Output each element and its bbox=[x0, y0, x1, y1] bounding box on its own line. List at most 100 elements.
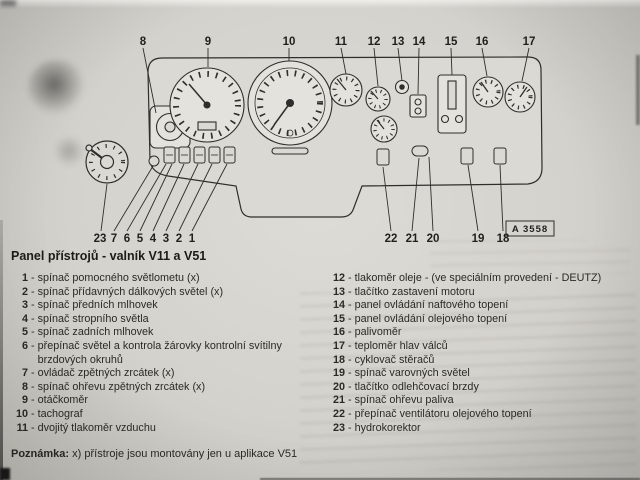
legend-column-right: 12-tlakoměr oleje - (ve speciálním prove… bbox=[328, 272, 638, 435]
legend-item-number: 20 bbox=[328, 381, 345, 395]
legend-item-number: 14 bbox=[328, 299, 345, 313]
legend-item: 6-přepínač světel a kontrola žárovky kon… bbox=[11, 340, 313, 367]
callout-number: 1 bbox=[189, 233, 196, 245]
callout-number: 22 bbox=[385, 233, 398, 245]
scan-smudge bbox=[28, 60, 86, 114]
mirror-control-knob bbox=[148, 155, 160, 167]
callout-number: 9 bbox=[205, 36, 211, 48]
legend-item-separator: - bbox=[31, 339, 35, 352]
legend-item-text: ovládač zpětných zrcátek (x) bbox=[37, 367, 175, 380]
legend-item: 17-teploměr hlav válců bbox=[328, 340, 638, 354]
callout-number: 11 bbox=[335, 36, 348, 48]
switch-row bbox=[148, 145, 507, 167]
legend-item: 22-přepínač ventilátoru olejového topení bbox=[328, 408, 638, 422]
legend-item: 12-tlakoměr oleje - (ve speciálním prove… bbox=[328, 272, 638, 286]
legend-item: 5-spínač zadních mlhovek bbox=[11, 326, 313, 340]
dashboard-diagram: 8 9 10 11 12 13 14 15 16 17 23 7 6 5 4 3… bbox=[85, 36, 555, 245]
rocker-switch bbox=[376, 148, 390, 166]
legend-item-separator: - bbox=[31, 312, 35, 325]
legend-item-separator: - bbox=[345, 422, 355, 436]
callout-number: 23 bbox=[94, 233, 107, 245]
legend-item-separator: - bbox=[345, 381, 355, 395]
legend-item-number: 16 bbox=[328, 326, 345, 340]
legend-item-text: tlakoměr oleje - (ve speciálním proveden… bbox=[354, 272, 602, 284]
legend-item: 13-tlačítko zastavení motoru bbox=[328, 286, 638, 300]
legend-item: 9-otáčkoměr bbox=[11, 394, 313, 408]
legend-item-number: 22 bbox=[328, 408, 345, 422]
legend-item-separator: - bbox=[345, 326, 355, 340]
legend-item-number: 13 bbox=[328, 286, 345, 300]
legend-item-number: 5 bbox=[21, 326, 28, 339]
rocker-switch bbox=[493, 147, 507, 165]
legend-item-number: 18 bbox=[328, 354, 345, 368]
callout-number: 2 bbox=[176, 233, 182, 245]
legend-item-number: 19 bbox=[328, 367, 345, 381]
legend-item-text: spínač ohřevu paliva bbox=[355, 394, 638, 408]
legend-item: 7-ovládač zpětných zrcátek (x) bbox=[11, 367, 313, 381]
scan-edge-shadow bbox=[0, 220, 3, 480]
legend-item-separator: - bbox=[31, 285, 35, 298]
scan-top-strip bbox=[0, 0, 640, 8]
footnote-text: x) přístroje jsou montovány jen u aplika… bbox=[72, 448, 298, 460]
legend-item-number: 2 bbox=[21, 285, 28, 298]
instruments bbox=[149, 60, 536, 155]
legend-item-text: dvojitý tlakoměr vzduchu bbox=[37, 421, 156, 434]
legend-item-separator: - bbox=[31, 407, 35, 420]
callout-number: 17 bbox=[523, 36, 536, 48]
legend-item: 3-spínač předních mlhovek bbox=[11, 299, 313, 313]
callout-number: 5 bbox=[137, 233, 144, 245]
legend-item: 20-tlačítko odlehčovací brzdy bbox=[328, 381, 638, 395]
legend-item: 10-tachograf bbox=[11, 408, 313, 422]
legend-item-text: teploměr hlav válců bbox=[355, 340, 638, 354]
legend-item: 11-dvojitý tlakoměr vzduchu bbox=[11, 422, 313, 436]
legend-item: 1-spínač pomocného světlometu (x) bbox=[11, 272, 313, 286]
legend-item-separator: - bbox=[31, 367, 35, 380]
legend-item-text: panel ovládání olejového topení bbox=[355, 313, 638, 327]
legend-item-text: otáčkoměr bbox=[37, 394, 89, 407]
callout-numbers: 8 9 10 11 12 13 14 15 16 17 23 7 6 5 4 3… bbox=[94, 36, 536, 245]
legend-item-separator: - bbox=[345, 313, 355, 327]
legend-item-text: hydrokorektor bbox=[355, 422, 638, 436]
legend-item-number: 23 bbox=[328, 422, 345, 436]
legend-item-separator: - bbox=[345, 286, 355, 300]
legend-item-number: 1 bbox=[21, 272, 28, 284]
legend-item-text: tlačítko zastavení motoru bbox=[355, 286, 638, 300]
section-title: Panel přístrojů - valník V11 a V51 bbox=[11, 249, 207, 263]
figure-plate: A 3558 bbox=[505, 220, 555, 237]
scan-corner-mark bbox=[0, 468, 10, 480]
legend-item-number: 17 bbox=[328, 340, 345, 354]
legend-item-text: spínač pomocného světlometu (x) bbox=[37, 272, 200, 284]
legend-item-number: 9 bbox=[21, 394, 28, 407]
legend-item-separator: - bbox=[345, 367, 355, 381]
legend-item-number: 11 bbox=[16, 421, 28, 434]
hydrocorrector-knob bbox=[85, 140, 129, 184]
legend-item-separator: - bbox=[345, 299, 355, 313]
scan-edge-mark bbox=[636, 55, 640, 125]
legend-item-separator: - bbox=[31, 326, 35, 339]
legend-item: 21-spínač ohřevu paliva bbox=[328, 394, 638, 408]
legend-item: 19-spínač varovných světel bbox=[328, 367, 638, 381]
legend-item-separator: - bbox=[31, 421, 35, 434]
callout-number: 21 bbox=[406, 233, 419, 245]
legend-item-text: přepínač světel a kontrola žárovky kontr… bbox=[37, 339, 282, 366]
legend-item-text: spínač předních mlhovek bbox=[37, 299, 158, 312]
legend-item-separator: - bbox=[345, 354, 355, 368]
legend-item-number: 8 bbox=[21, 380, 28, 393]
callout-number: 15 bbox=[445, 36, 458, 48]
legend-item-text: tachograf bbox=[37, 407, 83, 420]
legend-item-separator: - bbox=[345, 394, 355, 408]
release-brake-button bbox=[411, 145, 429, 157]
legend-item: 23-hydrokorektor bbox=[328, 422, 638, 436]
legend-item-number: 10 bbox=[15, 407, 28, 420]
legend-item-number: 6 bbox=[21, 339, 28, 352]
legend-item-number: 7 bbox=[21, 367, 28, 380]
footnote: Poznámka: x) přístroje jsou montovány je… bbox=[11, 448, 297, 460]
callout-number: 12 bbox=[368, 36, 381, 48]
diesel-heater-panel bbox=[409, 94, 427, 118]
legend-item-separator: - bbox=[31, 272, 35, 284]
callout-number: 14 bbox=[413, 36, 426, 48]
legend-item: 4-spínač stropního světla bbox=[11, 313, 313, 327]
legend-item-separator: - bbox=[348, 272, 352, 284]
legend-item-number: 12 bbox=[332, 272, 345, 284]
